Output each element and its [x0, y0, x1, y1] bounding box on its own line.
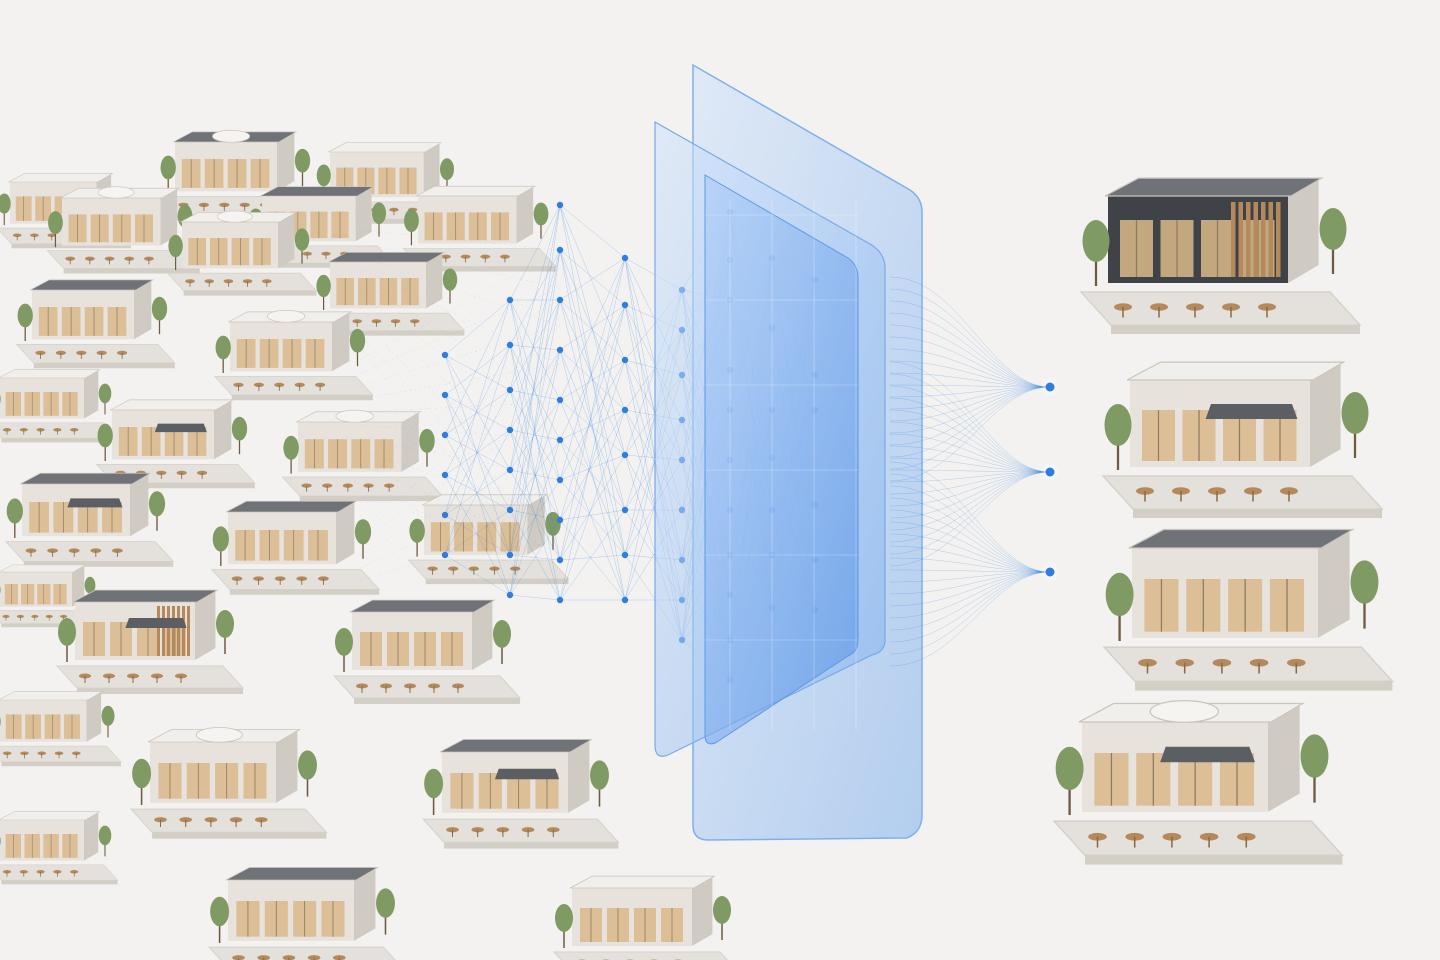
restaurant-building-icon — [1052, 699, 1345, 865]
neural-network-node-icon — [506, 296, 514, 304]
restaurant-building-icon — [421, 739, 620, 849]
restaurant-building-icon — [46, 186, 201, 274]
restaurant-building-icon — [129, 727, 328, 839]
restaurant-selection-right — [1052, 177, 1395, 865]
neural-network-node-icon — [621, 356, 629, 364]
output-connections — [889, 276, 1060, 667]
neural-network-node-icon — [506, 466, 514, 474]
restaurant-building-icon — [1101, 361, 1384, 518]
restaurant-building-icon — [4, 472, 175, 567]
neural-network-node-icon — [556, 296, 564, 304]
restaurant-building-icon — [0, 811, 119, 885]
restaurant-building-icon — [15, 279, 176, 369]
filter-panel-front — [704, 174, 859, 745]
restaurant-building-icon — [210, 500, 381, 595]
restaurant-building-icon — [552, 875, 731, 960]
neural-network-node-icon — [441, 351, 449, 359]
neural-network-node-icon — [441, 471, 449, 479]
neural-network-node-icon — [556, 436, 564, 444]
neural-network-node-icon — [556, 476, 564, 484]
restaurant-building-icon — [314, 252, 466, 336]
output-node-icon — [1045, 467, 1055, 477]
neural-network-node-icon — [556, 396, 564, 404]
neural-network-node-icon — [506, 386, 514, 394]
neural-network-node-icon — [556, 246, 564, 254]
neural-network-node-icon — [621, 406, 629, 414]
neural-network-node-icon — [506, 341, 514, 349]
neural-network-node-icon — [621, 301, 629, 309]
neural-network-node-icon — [441, 511, 449, 519]
restaurant-building-icon — [0, 691, 122, 767]
neural-network-node-icon — [621, 506, 629, 514]
restaurant-building-icon — [1079, 177, 1362, 334]
neural-network-node-icon — [556, 346, 564, 354]
restaurant-cluster-left — [0, 129, 731, 960]
restaurant-building-icon — [0, 369, 119, 443]
neural-network-node-icon — [621, 254, 629, 262]
neural-network-node-icon — [506, 591, 514, 599]
restaurant-building-icon — [207, 867, 396, 960]
neural-network-node-icon — [441, 551, 449, 559]
neural-network-node-icon — [506, 506, 514, 514]
neural-network-node-icon — [506, 426, 514, 434]
neural-network-node-icon — [506, 551, 514, 559]
output-node-icon — [1045, 567, 1055, 577]
neural-network-node-icon — [441, 431, 449, 439]
restaurant-building-icon — [281, 409, 444, 502]
restaurant-building-icon — [55, 589, 245, 694]
neural-network-node-icon — [556, 201, 564, 209]
restaurant-building-icon — [213, 309, 374, 401]
restaurant-building-icon — [1102, 528, 1395, 691]
neural-network-node-icon — [556, 556, 564, 564]
restaurant-building-icon — [166, 210, 318, 296]
restaurant-building-icon — [332, 599, 522, 704]
output-node-icon — [1045, 382, 1055, 392]
neural-network-node-icon — [441, 391, 449, 399]
neural-network-node-icon — [556, 516, 564, 524]
neural-network-node-icon — [621, 596, 629, 604]
transparent-filter-panels — [654, 63, 923, 841]
restaurant-building-icon — [407, 494, 570, 585]
neural-network-node-icon — [621, 551, 629, 559]
neural-network-node-icon — [621, 451, 629, 459]
neural-network-node-icon — [556, 596, 564, 604]
